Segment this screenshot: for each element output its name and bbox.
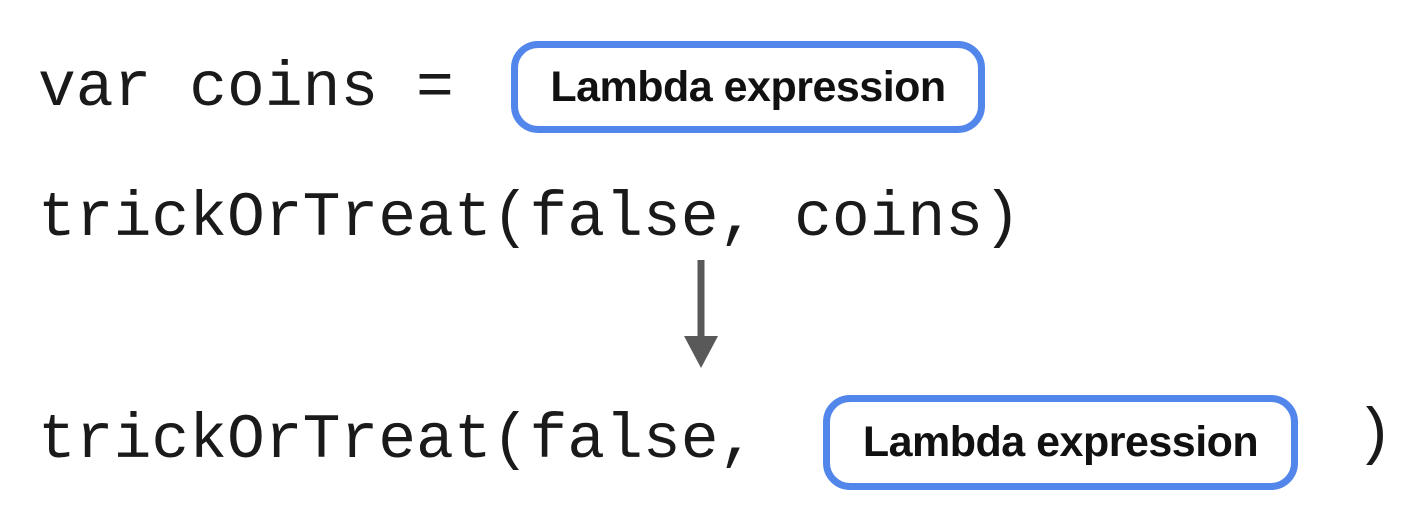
code-line-assignment: var coins =	[38, 52, 492, 124]
code-assignment-prefix: var coins =	[38, 52, 492, 124]
arrow-down-icon	[684, 260, 718, 368]
lambda-badge-label: Lambda expression	[550, 62, 946, 111]
code-line-call-before: trickOrTreat(false, coins)	[38, 182, 1021, 254]
lambda-badge-label: Lambda expression	[862, 418, 1259, 466]
lambda-expression-badge-assignment[interactable]: Lambda expression	[511, 41, 985, 133]
code-line-call-after: trickOrTreat(false,	[38, 404, 794, 476]
code-call-after-suffix: )	[1318, 400, 1394, 471]
lambda-expression-badge-inline[interactable]: Lambda expression	[823, 395, 1298, 490]
code-call-after-prefix: trickOrTreat(false,	[38, 404, 795, 476]
code-call-before-text: trickOrTreat(false, coins)	[38, 182, 1021, 254]
